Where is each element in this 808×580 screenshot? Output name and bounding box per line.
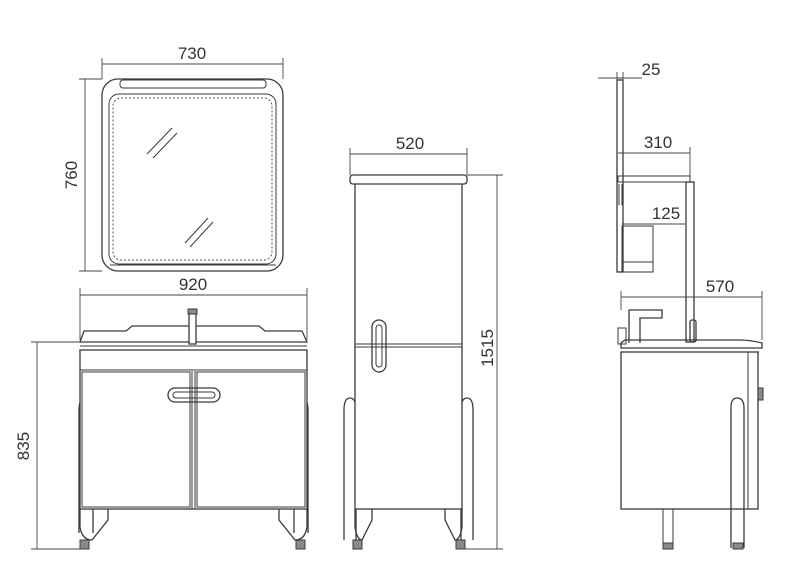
dimension-label-tall-cabinet-height: 1515 [478, 329, 497, 367]
side-faucet [628, 309, 663, 343]
cabinet-left-foot [79, 509, 109, 541]
side-faucet-base [617, 327, 627, 345]
tall-cabinet-body [354, 182, 463, 510]
cabinet-left-glide [79, 539, 90, 550]
side-countertop [620, 339, 763, 349]
side-cabinet-leg [730, 397, 745, 548]
dimension-label-tall-cabinet-width: 520 [396, 134, 424, 153]
dimension-label-mirror-width: 730 [178, 44, 206, 63]
tall-cabinet-right-foot [444, 509, 463, 541]
side-cabinet-rear-leg [662, 508, 674, 544]
side-small-shelf [621, 225, 654, 273]
dimension-label-basin-depth: 570 [706, 277, 734, 296]
base-cabinet-front-view: 920 835 [14, 275, 309, 550]
tall-cabinet-top-cap [349, 174, 468, 185]
dimension-label-mirror-height: 760 [62, 161, 81, 189]
tall-cabinet-left-foot [354, 509, 373, 541]
cabinet-door-right [196, 371, 306, 508]
cabinet-body [79, 349, 308, 510]
tall-cabinet-right-leg [460, 397, 474, 540]
mirror-frame-outer [101, 78, 284, 272]
side-view: 25 310 125 570 [598, 60, 764, 550]
cabinet-door-left [81, 371, 191, 508]
tall-cabinet-front-view: 520 1515 [343, 134, 503, 550]
cabinet-handle-inner [172, 391, 216, 399]
glass-reflection-mark [189, 221, 214, 248]
dimension-label-shelf-depth: 310 [644, 133, 672, 152]
tall-cabinet-left-leg [343, 397, 357, 540]
dimension-label-mirror-depth: 25 [642, 60, 661, 79]
tall-cabinet-handle [371, 319, 387, 373]
cabinet-handle [167, 387, 221, 403]
faucet-cap [187, 308, 198, 315]
glass-reflection-mark [152, 132, 178, 159]
side-top-shelf [617, 175, 691, 183]
dimension-label-cabinet-height: 835 [14, 432, 33, 460]
side-cabinet-body [620, 351, 759, 510]
tall-cabinet-handle-inner [375, 324, 383, 368]
countertop-basin [79, 325, 309, 343]
cabinet-right-glide [295, 539, 306, 550]
glass-reflection-mark [184, 217, 209, 244]
tall-cabinet-left-glide [352, 539, 363, 550]
glass-reflection-mark [146, 127, 173, 155]
tall-cabinet-right-glide [455, 539, 466, 550]
faucet-body [188, 311, 197, 345]
side-cabinet-rear-glide [662, 542, 674, 550]
cabinet-right-foot [278, 509, 308, 541]
mirror-front-view: 730 760 [62, 44, 284, 272]
side-basin-back [689, 319, 697, 343]
side-cabinet-handle [757, 387, 764, 401]
side-cabinet-front-glide [732, 542, 744, 550]
dimension-label-cabinet-width: 920 [179, 275, 207, 294]
mirror-frame-inner [108, 93, 277, 265]
mirror-top-lamp [119, 79, 267, 89]
mirror-led-strip [112, 97, 273, 261]
dimension-label-small-shelf-depth: 125 [652, 204, 680, 223]
side-tall-cabinet [685, 181, 695, 343]
